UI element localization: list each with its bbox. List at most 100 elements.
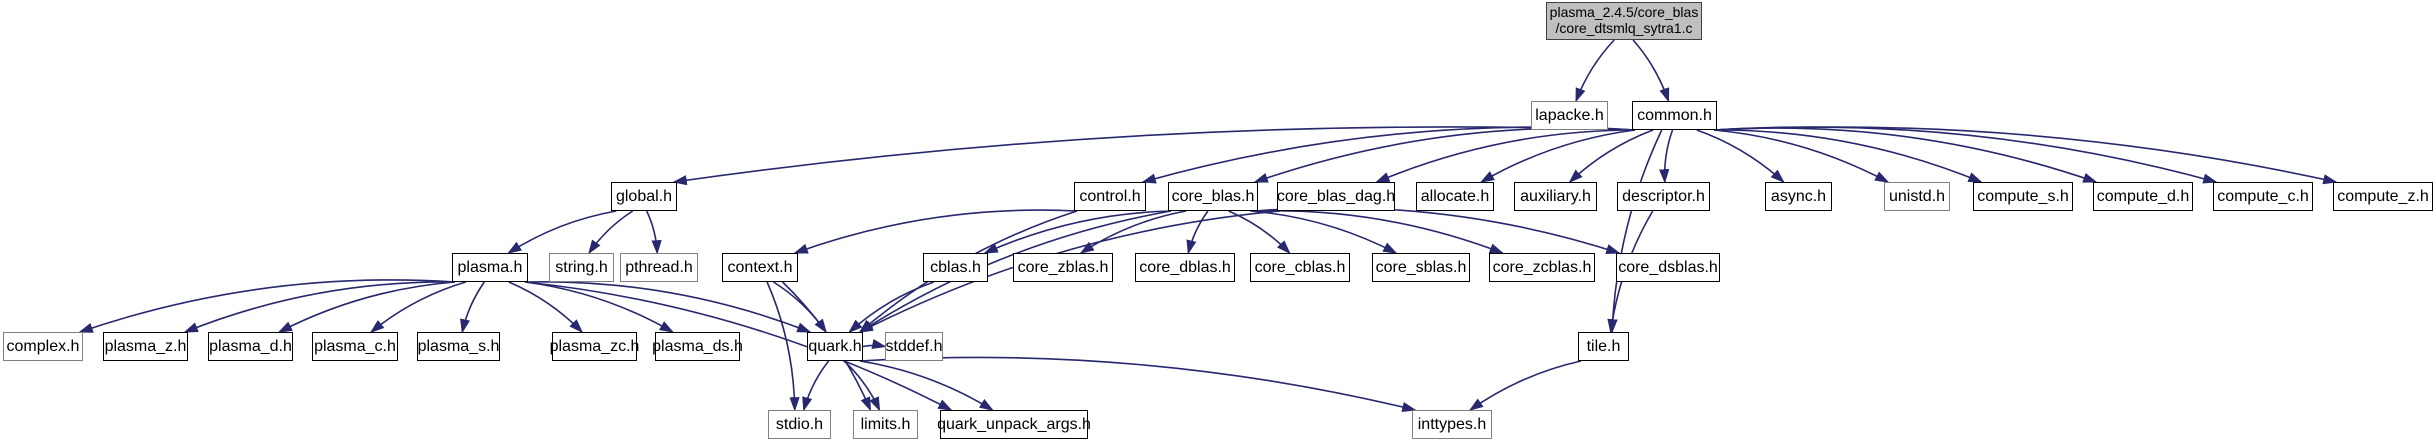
graph-node-common[interactable]: common.h: [1632, 101, 1717, 130]
graph-node-async[interactable]: async.h: [1765, 182, 1832, 211]
graph-edge-plasma-to-complex: [78, 279, 456, 333]
graph-node-label: string.h: [555, 258, 608, 276]
graph-edge-plasma-to-quark: [524, 280, 812, 333]
graph-edge-quark-to-inttypes: [859, 356, 1417, 412]
graph-node-label: core_zblas.h: [1017, 258, 1109, 276]
graph-node-label: allocate.h: [1420, 187, 1490, 205]
graph-node-label: plasma_c.h: [314, 337, 396, 355]
graph-node-control[interactable]: control.h: [1074, 182, 1146, 211]
graph-node-label: pthread.h: [625, 258, 693, 276]
graph-edge-plasma-to-plasma_d: [277, 281, 456, 333]
graph-edge-core_blas-to-core_cblas: [1228, 210, 1291, 255]
graph-node-label: core_cblas.h: [1254, 258, 1346, 276]
graph-node-label: auxiliary.h: [1520, 187, 1591, 205]
graph-node-stddef[interactable]: stddef.h: [885, 332, 943, 361]
graph-node-label: complex.h: [6, 337, 80, 355]
graph-node-label: quark.h: [808, 337, 862, 355]
graph-edge-global-to-string: [588, 210, 634, 255]
graph-node-core_blas_dag[interactable]: core_blas_dag.h: [1277, 182, 1395, 211]
graph-edge-common-to-unistd: [1713, 129, 1890, 183]
graph-node-plasma_zc[interactable]: plasma_zc.h: [550, 332, 639, 361]
graph-node-core_sblas[interactable]: core_sblas.h: [1372, 253, 1470, 282]
graph-edge-control-to-context: [793, 209, 1078, 254]
graph-node-complex[interactable]: complex.h: [3, 332, 83, 361]
graph-node-tile[interactable]: tile.h: [1578, 332, 1629, 361]
graph-edge-common-to-async: [1696, 129, 1785, 184]
graph-edge-core_blas-to-core_sblas: [1250, 210, 1398, 254]
graph-node-label: core_blas.h: [1171, 187, 1255, 205]
graph-edge-core_blas-to-cblas: [983, 210, 1172, 254]
graph-edge-common-to-core_blas_dag: [1375, 129, 1636, 183]
graph-node-lapacke[interactable]: lapacke.h: [1531, 101, 1608, 130]
graph-edge-plasma-to-plasma_c: [369, 281, 466, 334]
graph-edge-common-to-compute_z: [1713, 126, 2338, 185]
graph-node-plasma_d[interactable]: plasma_d.h: [208, 332, 293, 361]
graph-edge-global-to-plasma: [507, 210, 617, 254]
graph-node-cblas[interactable]: cblas.h: [923, 253, 988, 282]
graph-node-plasma_c[interactable]: plasma_c.h: [312, 332, 398, 361]
graph-edge-plasma-to-quark_unpack_args: [524, 281, 953, 411]
graph-node-core_zcblas[interactable]: core_zcblas.h: [1489, 253, 1595, 282]
graph-node-compute_z[interactable]: compute_z.h: [2333, 182, 2433, 211]
graph-node-stdio[interactable]: stdio.h: [768, 410, 831, 439]
graph-node-label: descriptor.h: [1622, 187, 1705, 205]
graph-edge-core_blas_dag-to-quark: [858, 210, 1281, 333]
graph-edge-common-to-global: [672, 126, 1636, 186]
graph-node-label: plasma_d.h: [209, 337, 292, 355]
graph-node-quark[interactable]: quark.h: [807, 332, 863, 361]
graph-node-plasma_ds[interactable]: plasma_ds.h: [652, 332, 743, 361]
graph-node-unistd[interactable]: unistd.h: [1884, 182, 1950, 211]
graph-node-root[interactable]: plasma_2.4.5/core_blas/core_dtsmlq_sytra…: [1546, 2, 1702, 40]
graph-node-label: unistd.h: [1888, 187, 1946, 205]
graph-node-label: compute_c.h: [2217, 187, 2309, 205]
graph-edge-quark-to-stddef: [862, 338, 887, 350]
graph-edge-global-to-pthread: [645, 210, 662, 255]
graph-edge-core_blas-to-core_dblas: [1186, 210, 1209, 255]
graph-node-compute_c[interactable]: compute_c.h: [2213, 182, 2313, 211]
graph-node-label: control.h: [1079, 187, 1141, 205]
graph-node-core_dsblas[interactable]: core_dsblas.h: [1616, 253, 1720, 282]
graph-node-label: core_dblas.h: [1139, 258, 1231, 276]
graph-node-core_dblas[interactable]: core_dblas.h: [1135, 253, 1235, 282]
graph-edge-core_blas-to-quark: [858, 210, 1172, 333]
graph-edge-plasma-to-plasma_s: [460, 281, 485, 334]
graph-node-compute_d[interactable]: compute_d.h: [2093, 182, 2193, 211]
graph-node-inttypes[interactable]: inttypes.h: [1412, 410, 1492, 439]
graph-node-label: common.h: [1637, 106, 1712, 124]
graph-node-plasma_s[interactable]: plasma_s.h: [417, 332, 500, 361]
graph-node-label: stdio.h: [775, 415, 824, 433]
graph-node-allocate[interactable]: allocate.h: [1416, 182, 1494, 211]
graph-edge-core_blas-to-core_dsblas: [1254, 206, 1621, 254]
graph-node-core_zblas[interactable]: core_zblas.h: [1013, 253, 1113, 282]
graph-node-plasma_z[interactable]: plasma_z.h: [103, 332, 188, 361]
graph-node-quark_unpack_args[interactable]: quark_unpack_args.h: [937, 410, 1091, 439]
graph-node-context[interactable]: context.h: [722, 253, 798, 282]
graph-edge-common-to-control: [1141, 126, 1636, 184]
graph-node-global[interactable]: global.h: [611, 182, 677, 211]
graph-node-label: context.h: [727, 258, 793, 276]
graph-node-label-line2: /core_dtsmlq_sytra1.c: [1555, 20, 1693, 36]
graph-node-label: inttypes.h: [1417, 415, 1487, 433]
graph-node-label: core_blas_dag.h: [1276, 187, 1396, 205]
graph-node-limits[interactable]: limits.h: [853, 410, 918, 439]
graph-node-label: core_zcblas.h: [1492, 258, 1592, 276]
graph-node-descriptor[interactable]: descriptor.h: [1617, 182, 1710, 211]
graph-node-string[interactable]: string.h: [549, 253, 614, 282]
graph-node-plasma[interactable]: plasma.h: [452, 253, 528, 282]
graph-edge-common-to-auxiliary: [1568, 129, 1654, 184]
edge-group: [78, 39, 2338, 412]
graph-node-label: async.h: [1770, 187, 1827, 205]
graph-node-label: plasma.h: [457, 258, 523, 276]
graph-node-core_cblas[interactable]: core_cblas.h: [1250, 253, 1350, 282]
graph-edge-root-to-common: [1632, 39, 1670, 103]
graph-node-auxiliary[interactable]: auxiliary.h: [1514, 182, 1597, 211]
graph-edge-common-to-tile: [1607, 129, 1663, 334]
graph-node-core_blas[interactable]: core_blas.h: [1168, 182, 1258, 211]
graph-edge-plasma-to-plasma_zc: [508, 281, 584, 334]
graph-edge-common-to-descriptor: [1659, 129, 1674, 184]
graph-edge-common-to-compute_c: [1713, 126, 2218, 184]
graph-node-compute_s[interactable]: compute_s.h: [1973, 182, 2073, 211]
graph-node-pthread[interactable]: pthread.h: [620, 253, 698, 282]
graph-node-label: quark_unpack_args.h: [937, 415, 1091, 433]
